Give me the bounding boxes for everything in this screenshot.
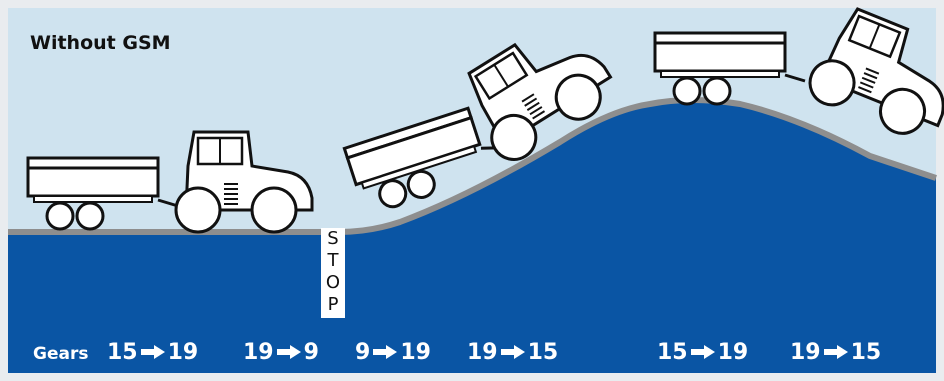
gear-from: 9 bbox=[355, 340, 370, 365]
gear-to: 15 bbox=[528, 340, 559, 365]
gear-from: 19 bbox=[790, 340, 821, 365]
stop-sign: S T O P bbox=[321, 228, 345, 318]
gear-from: 19 bbox=[467, 340, 498, 365]
stop-letter: P bbox=[321, 294, 345, 316]
stop-letter: O bbox=[321, 272, 345, 294]
gear-to: 15 bbox=[851, 340, 882, 365]
gear-to: 9 bbox=[304, 340, 319, 365]
gear-to: 19 bbox=[168, 340, 199, 365]
arrow-right-icon bbox=[691, 345, 715, 359]
gear-shift: 19 9 bbox=[243, 340, 319, 365]
gear-to: 19 bbox=[400, 340, 431, 365]
arrow-right-icon bbox=[373, 345, 397, 359]
gear-from: 19 bbox=[243, 340, 274, 365]
arrow-right-icon bbox=[277, 345, 301, 359]
gear-from: 15 bbox=[657, 340, 688, 365]
gear-from: 15 bbox=[107, 340, 138, 365]
arrow-right-icon bbox=[501, 345, 525, 359]
stop-letter: T bbox=[321, 250, 345, 272]
stop-letter: S bbox=[321, 228, 345, 250]
gear-shift: 9 19 bbox=[355, 340, 431, 365]
diagram-title: Without GSM bbox=[30, 32, 171, 54]
arrow-right-icon bbox=[824, 345, 848, 359]
arrow-right-icon bbox=[141, 345, 165, 359]
gears-label: Gears bbox=[33, 344, 88, 364]
gear-to: 19 bbox=[718, 340, 749, 365]
